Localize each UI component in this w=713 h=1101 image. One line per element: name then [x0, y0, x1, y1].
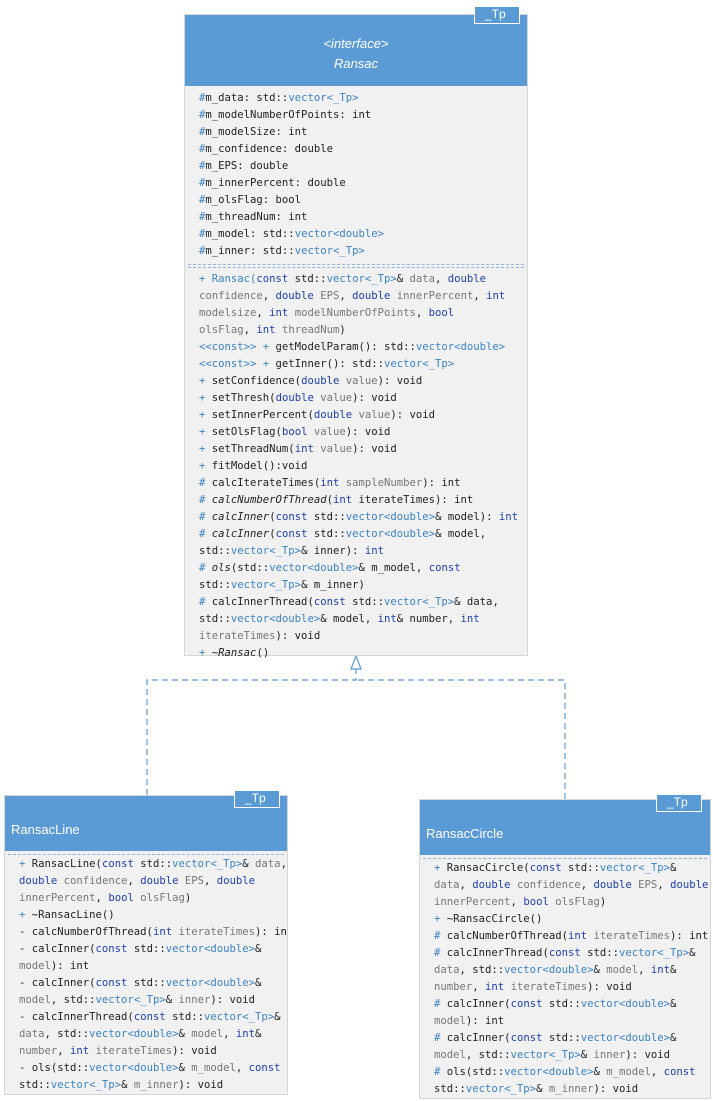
method-setinnerpercent: + setInnerPercent(double value): void [199, 409, 436, 421]
method-calcinnerthread: number, int iterateTimes): void [434, 981, 632, 993]
ransac-methods: + Ransac(const std::vector<_Tp>& data, d… [185, 268, 527, 662]
method-ransaccircle-ctor: data, double confidence, double EPS, dou… [434, 879, 709, 891]
method-calcinner: - calcInner(const std::vector<double>& [19, 943, 262, 955]
class-ransacline[interactable]: RansacLine _Tp + RansacLine(const std::v… [4, 790, 288, 1095]
method-calciteratetimes: # calcIterateTimes(int sampleNumber): in… [199, 477, 461, 489]
method-setconfidence: + setConfidence(double value): void [199, 375, 423, 387]
method-ols: std::vector<_Tp>& m_inner): void [434, 1083, 639, 1095]
method-ransacline-ctor: double confidence, double EPS, double [19, 875, 256, 887]
method-calcinnerthread: - calcInnerThread(const std::vector<_Tp>… [19, 1011, 281, 1023]
method-ransacline-dtor: + ~RansacLine() [19, 909, 115, 921]
ransacline-template-param: _Tp [234, 790, 280, 808]
method-ransac-ctor: + Ransac(const std::vector<_Tp>& data, d… [199, 273, 487, 285]
method-calcnumberofthread: # calcNumberOfThread(int iterateTimes): … [434, 930, 709, 942]
attr-m-modelsize: #m_modelSize: int [199, 126, 308, 138]
method-setthresh: + setThresh(double value): void [199, 392, 397, 404]
method-calcinner-2: std::vector<_Tp>& inner): int [199, 545, 384, 557]
method-ols: - ols(std::vector<double>& m_model, cons… [19, 1062, 281, 1074]
ransaccircle-class-name: RansacCircle [426, 826, 504, 841]
ransacline-methods: + RansacLine(const std::vector<_Tp>& dat… [5, 855, 287, 1094]
method-ols: std::vector<_Tp>& m_inner): void [19, 1079, 224, 1091]
class-ransaccircle[interactable]: RansacCircle _Tp + RansacCircle(const st… [419, 794, 711, 1099]
method-ols: std::vector<_Tp>& m_inner) [199, 579, 365, 591]
method-calcinnerthread: number, int iterateTimes): void [19, 1045, 217, 1057]
connector-ransacline [146, 669, 357, 795]
method-calcinnerthread: data, std::vector<double>& model, int& [19, 1028, 262, 1040]
separator [423, 858, 707, 859]
realization-arrowhead [350, 654, 362, 670]
method-calcinnerthread: # calcInnerThread(const std::vector<_Tp>… [199, 596, 499, 608]
ransaccircle-template-param: _Tp [656, 794, 702, 812]
method-setolsflag: + setOlsFlag(bool value): void [199, 426, 391, 438]
attr-m-innerpercent: #m_innerPercent: double [199, 177, 346, 189]
method-calcinner: # calcInner(const std::vector<double>& m… [199, 511, 518, 523]
method-ransac-ctor: olsFlag, int threadNum) [199, 324, 346, 336]
method-calcinner-2: - calcInner(const std::vector<double>& [19, 977, 262, 989]
attr-m-olsflag: #m_olsFlag: bool [199, 194, 302, 206]
ransac-attributes: #m_data: std::vector<_Tp> #m_modelNumber… [185, 86, 527, 264]
method-calcinner: model): int [19, 960, 90, 972]
method-calcinner-2: model, std::vector<_Tp>& inner): void [434, 1049, 671, 1061]
method-getinner: <<const>> + getInner(): std::vector<_Tp> [199, 358, 455, 370]
method-ols: # ols(std::vector<double>& m_model, cons… [434, 1066, 696, 1078]
attr-m-data: #m_data: std::vector<_Tp> [199, 92, 359, 104]
class-ransac[interactable]: <interface> Ransac _Tp #m_data: std::vec… [184, 6, 528, 659]
attr-m-modelnumberofpoints: #m_modelNumberOfPoints: int [199, 109, 372, 121]
method-ransacline-ctor: + RansacLine(const std::vector<_Tp>& dat… [19, 858, 287, 870]
method-calcinner: # calcInner(const std::vector<double>& [434, 998, 677, 1010]
ransacline-class-name: RansacLine [11, 822, 80, 837]
attr-m-confidence: #m_confidence: double [199, 143, 333, 155]
method-setthreadnum: + setThreadNum(int value): void [199, 443, 397, 455]
method-fitmodel: + fitModel():void [199, 460, 308, 472]
attr-m-eps: #m_EPS: double [199, 160, 289, 172]
attr-m-model: #m_model: std::vector<double> [199, 228, 384, 240]
method-calcinnerthread: data, std::vector<double>& model, int& [434, 964, 677, 976]
ransac-stereotype: <interface> [323, 36, 389, 51]
method-calcnumberofthread: - calcNumberOfThread(int iterateTimes): … [19, 926, 287, 938]
method-ransaccircle-ctor: innerPercent, bool olsFlag) [434, 896, 607, 908]
separator [188, 264, 524, 265]
class-ransac-header: <interface> Ransac [185, 15, 527, 86]
ransac-template-param: _Tp [474, 6, 520, 24]
method-calcinner: model): int [434, 1015, 505, 1027]
method-ransacline-ctor: innerPercent, bool olsFlag) [19, 892, 192, 904]
method-destructor: + ~Ransac() [199, 647, 270, 659]
method-ransaccircle-dtor: + ~RansacCircle() [434, 913, 543, 925]
method-ransac-ctor: confidence, double EPS, double innerPerc… [199, 290, 506, 302]
connector-ransaccircle [356, 679, 566, 799]
method-calcinnerthread: # calcInnerThread(const std::vector<_Tp>… [434, 947, 696, 959]
method-ols: # ols(std::vector<double>& m_model, cons… [199, 562, 461, 574]
method-ransaccircle-ctor: + RansacCircle(const std::vector<_Tp>& [434, 862, 677, 874]
attr-m-inner: #m_inner: std::vector<_Tp> [199, 245, 365, 257]
method-getmodelparam: <<const>> + getModelParam(): std::vector… [199, 341, 506, 353]
method-calcinner-2: model, std::vector<_Tp>& inner): void [19, 994, 256, 1006]
method-calcinner-2: # calcInner(const std::vector<double>& m… [199, 528, 487, 540]
method-calcnumberofthread: # calcNumberOfThread(int iterateTimes): … [199, 494, 474, 506]
method-calcinnerthread: iterateTimes): void [199, 630, 321, 642]
ransac-class-name: Ransac [333, 56, 379, 71]
ransaccircle-methods: + RansacCircle(const std::vector<_Tp>& d… [420, 859, 710, 1098]
separator [188, 267, 524, 268]
attr-m-threadnum: #m_threadNum: int [199, 211, 308, 223]
separator [8, 854, 284, 855]
method-calcinnerthread: std::vector<double>& model, int& number,… [199, 613, 480, 625]
method-calcinner-2: # calcInner(const std::vector<double>& [434, 1032, 677, 1044]
method-ransac-ctor: modelsize, int modelNumberOfPoints, bool [199, 307, 455, 319]
